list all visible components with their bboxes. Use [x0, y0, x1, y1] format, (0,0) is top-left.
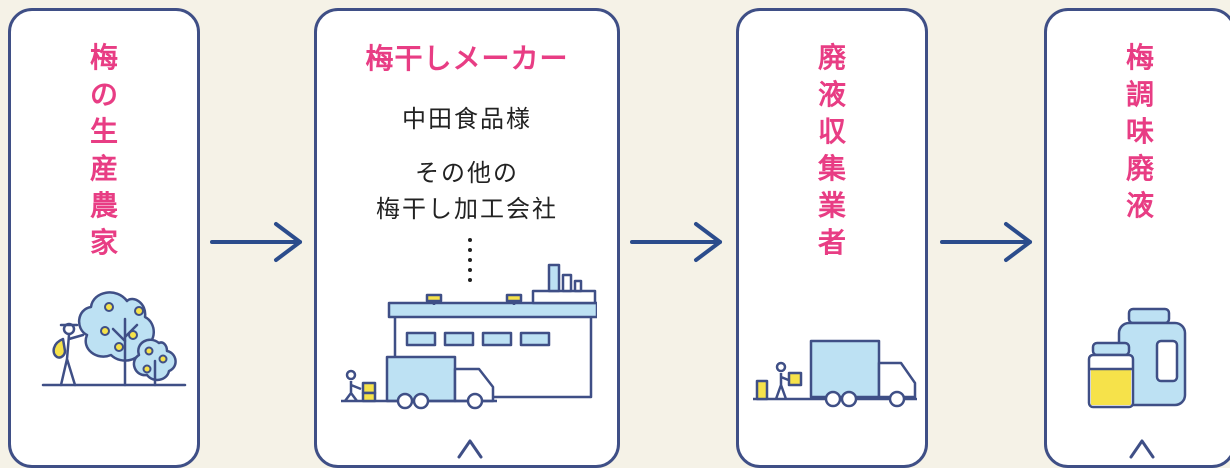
product-title-char: 廃 [1125, 152, 1154, 185]
arrow-right-icon [630, 222, 722, 262]
arrow-right-icon [940, 222, 1032, 262]
maker-line-1: 中田食品様 [402, 105, 532, 133]
farmer-title-char: 梅 [89, 41, 118, 74]
ellipsis-dots-icon [468, 238, 472, 282]
up-arrow-icon [457, 439, 483, 459]
card-product: 梅 調 味 廃 液 [1044, 8, 1230, 468]
product-title-char: 味 [1125, 115, 1154, 148]
farmer-title-char: の [89, 78, 118, 111]
maker-title: 梅干しメーカー [365, 42, 569, 75]
collector-title: 廃 液 収 集 業 者 [739, 39, 925, 261]
product-title: 梅 調 味 廃 液 [1047, 39, 1230, 224]
farmer-title: 梅 の 生 産 農 家 [11, 39, 197, 261]
arrow-right-icon [210, 222, 302, 262]
product-title-char: 調 [1125, 78, 1154, 111]
collector-title-char: 者 [817, 226, 846, 259]
tank-truck-illustration [753, 339, 917, 408]
collector-title-char: 集 [817, 152, 846, 185]
collector-title-char: 収 [817, 115, 846, 148]
maker-line-3: 梅干し加工会社 [376, 195, 558, 223]
collector-title-char: 業 [817, 189, 846, 222]
up-arrow-icon [1129, 439, 1155, 459]
farmer-title-char: 農 [89, 189, 118, 222]
farmer-illustration [41, 291, 187, 387]
card-maker: 梅干しメーカー 中田食品様 その他の 梅干し加工会社 [314, 8, 620, 468]
card-farmer: 梅 の 生 産 農 家 [8, 8, 200, 468]
maker-line-2: その他の [415, 159, 519, 187]
containers-illustration [1087, 307, 1187, 409]
card-collector: 廃 液 収 集 業 者 [736, 8, 928, 468]
collector-title-char: 液 [817, 78, 846, 111]
product-title-char: 梅 [1125, 41, 1154, 74]
farmer-title-char: 生 [89, 115, 118, 148]
collector-title-char: 廃 [817, 41, 846, 74]
factory-illustration [341, 263, 597, 410]
farmer-title-char: 産 [89, 152, 118, 185]
farmer-title-char: 家 [89, 226, 118, 259]
product-title-char: 液 [1125, 189, 1154, 222]
